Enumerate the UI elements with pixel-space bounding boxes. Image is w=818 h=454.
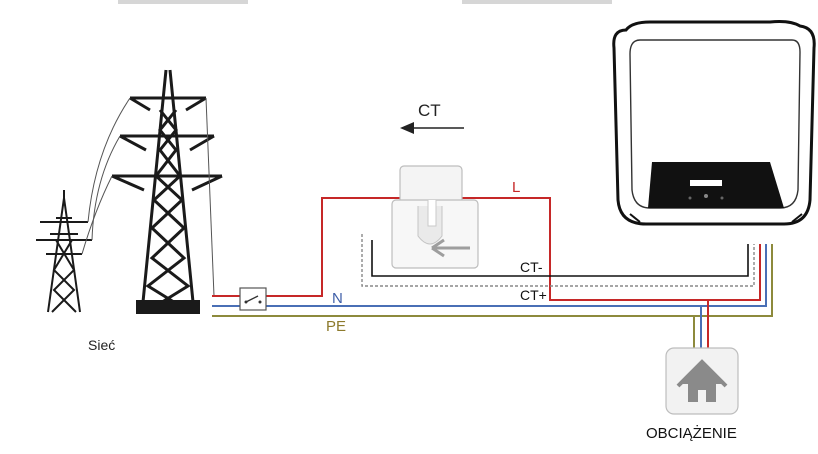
n-line <box>212 244 767 348</box>
ct-direction-arrow-icon <box>400 122 464 134</box>
inverter-device-icon <box>612 20 816 226</box>
overhead-cables <box>81 97 215 297</box>
top-edge-fragment-right <box>462 0 612 4</box>
small-pylon-icon <box>36 190 92 313</box>
l-line <box>212 197 761 348</box>
load-label: OBCIĄŻENIE <box>646 424 737 442</box>
load-house-icon <box>665 347 739 415</box>
ct-signal-wires <box>361 234 755 287</box>
circuit-breaker-icon <box>239 287 267 311</box>
line-pe-label: PE <box>326 318 346 335</box>
large-pylon-icon <box>111 69 223 314</box>
line-n-label: N <box>332 290 343 307</box>
grid-label: Sieć <box>88 337 115 353</box>
ct-minus-label: CT- <box>520 259 543 275</box>
line-l-label: L <box>512 179 520 196</box>
pe-line <box>212 244 773 348</box>
current-transformer-clamp-icon <box>391 165 479 269</box>
top-edge-fragment-left <box>118 0 248 4</box>
ct-arrow-label: CT <box>418 101 441 120</box>
ct-plus-label: CT+ <box>520 287 547 303</box>
